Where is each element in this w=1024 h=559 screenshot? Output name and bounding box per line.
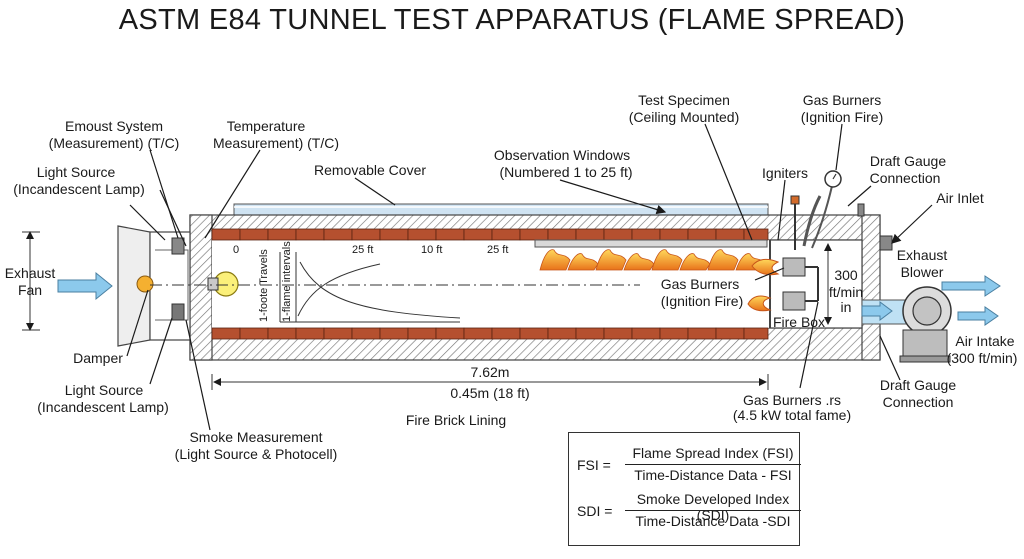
label-exhaust-fan-1: Exhaust <box>5 265 56 281</box>
scale-25ft-b: 25 ft <box>487 244 508 256</box>
label-air-speed-2: ft/min <box>829 284 863 300</box>
label-light-source-bottom-2: (Incandescent Lamp) <box>37 399 169 415</box>
fire-brick-lining <box>211 228 769 340</box>
label-removable-cover: Removable Cover <box>314 162 426 178</box>
label-air-speed-3: in <box>841 299 852 315</box>
length-dimension <box>211 374 769 390</box>
test-specimen <box>534 239 768 248</box>
label-draft-gauge-bottom-1: Draft Gauge <box>880 377 956 393</box>
label-fire-brick: Fire Brick Lining <box>406 412 506 428</box>
flames <box>539 249 780 312</box>
graph-axis-label-2: 1-flame intervals <box>281 241 293 322</box>
label-exhaust-blower-2: Blower <box>901 264 944 280</box>
label-temperature-1: Temperature <box>227 118 306 134</box>
sdi-formula: SDI = Smoke Developed Index (SDI) Time-D… <box>577 491 801 531</box>
fsi-numerator: Flame Spread Index (FSI) <box>632 445 794 461</box>
fsi-fraction-bar <box>625 464 801 465</box>
formula-box: FSI = Flame Spread Index (FSI) Time-Dist… <box>568 432 801 546</box>
label-gas-burners-bottom-1: Gas Burners .rs <box>743 392 841 408</box>
label-gas-burners-inner-1: Gas Burners <box>661 276 740 292</box>
sdi-numerator: Smoke Developed Index (SDI) <box>636 491 790 523</box>
label-draft-gauge-bottom-2: Connection <box>883 394 954 410</box>
scale-10ft: 10 ft <box>421 244 442 256</box>
label-gas-burners-top-1: Gas Burners <box>803 92 882 108</box>
label-smoke-measurement-1: Smoke Measurement <box>189 429 322 445</box>
label-air-inlet: Air Inlet <box>936 190 984 206</box>
label-air-intake-1: Air Intake <box>955 333 1014 349</box>
label-light-source-bottom-1: Light Source <box>65 382 144 398</box>
fsi-symbol: FSI = <box>577 457 611 473</box>
label-gas-burners-inner-2: (Ignition Fire) <box>661 293 743 309</box>
label-exhaust-system-2: (Measurement) (T/C) <box>49 135 180 151</box>
leader-lines <box>126 123 933 431</box>
fsi-formula: FSI = Flame Spread Index (FSI) Time-Dist… <box>577 445 801 485</box>
label-length-ft: 0.45m (18 ft) <box>450 385 529 401</box>
label-air-speed-1: 300 <box>834 267 858 283</box>
label-observation-windows-1: Observation Windows <box>494 147 630 163</box>
fsi-denominator: Time-Distance Data - FSI <box>634 467 792 483</box>
gas-burners <box>782 257 819 311</box>
sdi-fraction-bar <box>625 510 801 511</box>
exhaust-end-assembly <box>117 204 239 347</box>
exhaust-blower <box>861 286 952 363</box>
exhaust-fan-dimension <box>22 231 40 331</box>
igniters <box>790 170 865 250</box>
label-exhaust-fan-2: Fan <box>18 282 42 298</box>
label-test-specimen-2: (Ceiling Mounted) <box>629 109 740 125</box>
label-draft-gauge-top-2: Connection <box>870 170 941 186</box>
inner-graph: 1-foote Travels 1-flame intervals <box>258 241 461 323</box>
scale-0: 0 <box>233 244 239 256</box>
label-exhaust-system-1: Emoust System <box>65 118 163 134</box>
label-test-specimen-1: Test Specimen <box>638 92 730 108</box>
label-exhaust-blower-1: Exhaust <box>897 247 948 263</box>
label-damper: Damper <box>73 350 123 366</box>
label-air-intake-2: (300 ft/min) <box>947 350 1018 366</box>
label-smoke-measurement-2: (Light Source & Photocell) <box>175 446 338 462</box>
label-observation-windows-2: (Numbered 1 to 25 ft) <box>499 164 632 180</box>
label-gas-burners-top-2: (Ignition Fire) <box>801 109 883 125</box>
label-igniters: Igniters <box>762 165 808 181</box>
sdi-symbol: SDI = <box>577 503 613 519</box>
label-light-source-top-2: (Incandescent Lamp) <box>13 181 145 197</box>
label-temperature-2: Measurement) (T/C) <box>213 135 339 151</box>
graph-axis-label-1: 1-foote Travels <box>258 249 270 322</box>
air-flow-arrows <box>57 271 1001 326</box>
label-gas-burners-bottom-2: (4.5 kW total fame) <box>733 407 851 423</box>
label-draft-gauge-top-1: Draft Gauge <box>870 153 946 169</box>
label-light-source-top-1: Light Source <box>37 164 116 180</box>
scale-25ft-a: 25 ft <box>352 244 373 256</box>
air-inlet <box>879 235 893 251</box>
diagram-title: ASTM E84 TUNNEL TEST APPARATUS (FLAME SP… <box>118 4 906 36</box>
sdi-denominator: Time-Distance Data -SDI <box>635 513 791 529</box>
label-fire-box: Fire Box <box>773 314 825 330</box>
label-length-m: 7.62m <box>471 364 510 380</box>
